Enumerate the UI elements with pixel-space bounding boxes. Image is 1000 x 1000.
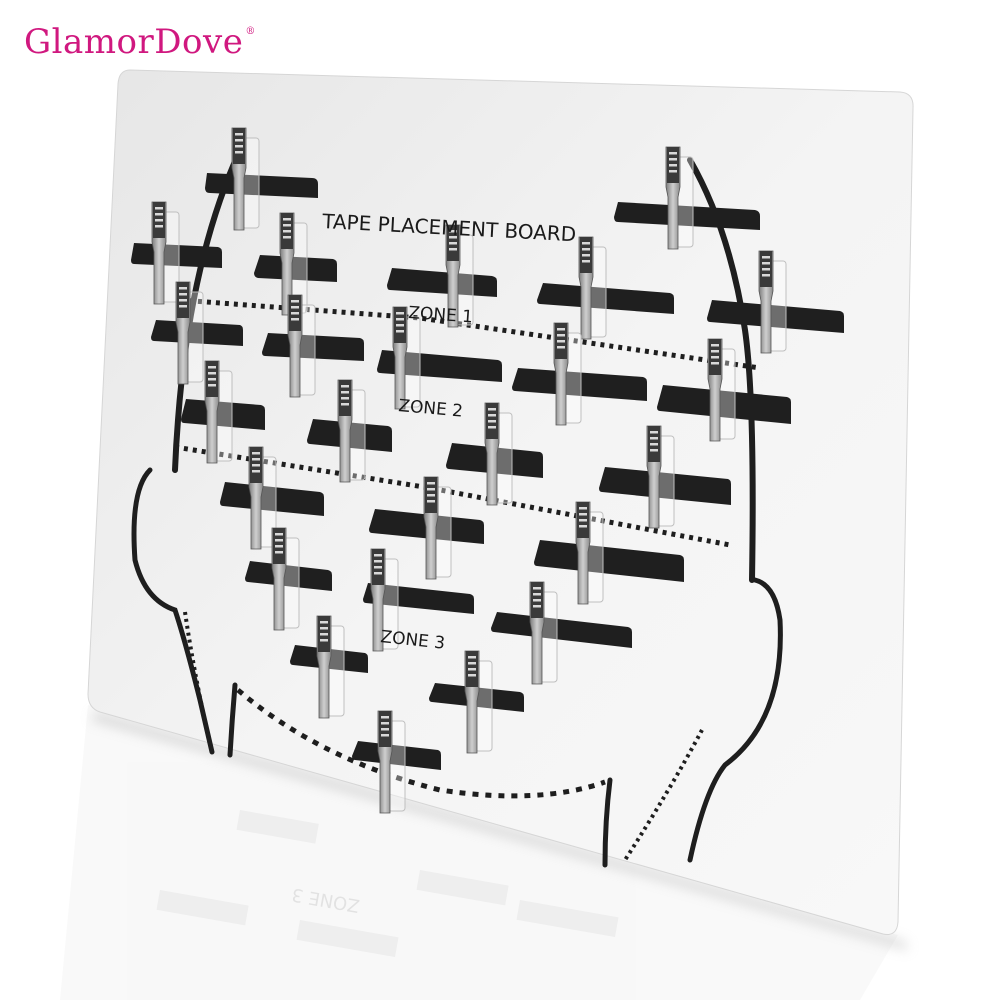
registered-mark: ® xyxy=(245,26,256,37)
zone-dividers xyxy=(174,297,761,862)
brand-name: GlamorDove xyxy=(24,22,244,62)
brand-logo: GlamorDove® xyxy=(24,22,256,62)
zone-1-label: ZONE 1 xyxy=(408,303,474,327)
board-reflection: ZONE 3 xyxy=(60,705,898,1000)
